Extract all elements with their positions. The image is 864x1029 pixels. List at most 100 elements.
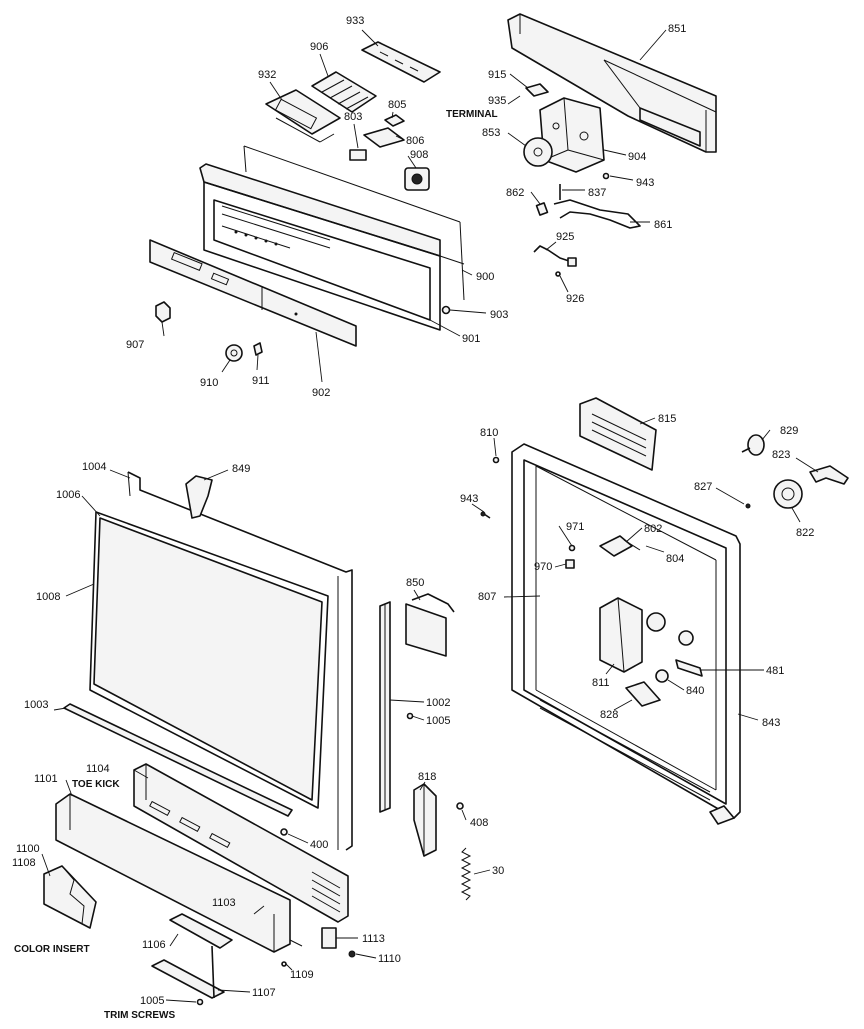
part-823 <box>809 465 849 485</box>
label-829: 829 <box>780 425 798 437</box>
label-color-insert: COLOR INSERT <box>14 944 90 955</box>
label-1108: 1108 <box>12 857 36 869</box>
label-1110: 1110 <box>378 953 401 965</box>
label-1002: 1002 <box>426 697 450 709</box>
label-terminal: TERMINAL <box>446 109 498 120</box>
part-843-inner-door <box>511 443 741 825</box>
part-1106 <box>169 913 233 949</box>
part-910 <box>225 344 243 362</box>
label-911: 911 <box>252 375 270 387</box>
part-915 <box>525 83 549 97</box>
label-943a: 943 <box>636 177 654 189</box>
part-1113 <box>321 927 337 949</box>
part-1108-color-insert <box>43 865 97 929</box>
part-481 <box>675 659 703 677</box>
label-910: 910 <box>200 377 218 389</box>
part-907 <box>155 301 171 323</box>
label-851: 851 <box>668 23 686 35</box>
part-1008-panel <box>93 517 323 801</box>
label-807: 807 <box>478 591 496 603</box>
part-1003 <box>63 703 293 817</box>
label-trim-screws: TRIM SCREWS <box>104 1010 175 1021</box>
part-811-dispenser <box>599 597 643 673</box>
part-902 <box>149 239 357 347</box>
part-1110 <box>348 950 356 958</box>
label-1006: 1006 <box>56 489 80 501</box>
part-803 <box>349 149 367 161</box>
part-903 <box>441 305 451 315</box>
label-803: 803 <box>344 111 362 123</box>
part-1002 <box>379 601 391 813</box>
label-toe-kick: TOE KICK <box>72 779 120 790</box>
part-805 <box>384 114 405 127</box>
part-802 <box>599 535 641 557</box>
label-1104: 1104 <box>86 763 110 775</box>
label-1113: 1113 <box>362 933 385 945</box>
part-970 <box>565 559 575 569</box>
part-1109 <box>281 961 287 967</box>
label-1103: 1103 <box>212 897 236 909</box>
label-815: 815 <box>658 413 676 425</box>
label-1003: 1003 <box>24 699 48 711</box>
part-30-spring <box>460 847 472 901</box>
part-1005-trim-screw <box>196 998 204 1006</box>
label-828: 828 <box>600 709 618 721</box>
part-810 <box>492 456 500 464</box>
part-971 <box>568 544 576 552</box>
part-840 <box>655 669 669 683</box>
label-1101: 1101 <box>34 773 58 785</box>
label-971: 971 <box>566 521 584 533</box>
part-labels: 933 906 932 805 803 806 908 851 915 935 … <box>12 15 814 1021</box>
part-851 <box>507 13 717 153</box>
part-932 <box>265 89 341 143</box>
label-400: 400 <box>310 839 328 851</box>
label-810: 810 <box>480 427 498 439</box>
label-902: 902 <box>312 387 330 399</box>
label-802: 802 <box>644 523 662 535</box>
label-1100: 1100 <box>16 843 40 855</box>
part-943b <box>480 511 491 519</box>
label-943b: 943 <box>460 493 478 505</box>
label-903: 903 <box>490 309 508 321</box>
part-853-dial <box>523 137 553 167</box>
part-926 <box>555 271 561 277</box>
label-1106: 1106 <box>142 939 166 951</box>
part-862 <box>535 202 549 216</box>
label-837: 837 <box>588 187 606 199</box>
label-926: 926 <box>566 293 584 305</box>
label-1008: 1008 <box>36 591 60 603</box>
part-818-latch <box>413 783 437 857</box>
part-400 <box>280 828 288 836</box>
label-915: 915 <box>488 69 506 81</box>
label-822: 822 <box>796 527 814 539</box>
label-900: 900 <box>476 271 494 283</box>
part-827 <box>745 503 751 509</box>
label-862: 862 <box>506 187 524 199</box>
label-970: 970 <box>534 561 552 573</box>
label-1005b: 1005 <box>140 995 164 1007</box>
label-827: 827 <box>694 481 712 493</box>
part-861 <box>553 199 641 229</box>
label-861: 861 <box>654 219 672 231</box>
part-850 <box>405 593 455 657</box>
label-818: 818 <box>418 771 436 783</box>
part-1107 <box>151 945 225 999</box>
part-1005-screw <box>406 712 414 720</box>
label-908: 908 <box>410 149 428 161</box>
label-849: 849 <box>232 463 250 475</box>
label-1004: 1004 <box>82 461 106 473</box>
label-30: 30 <box>492 865 504 877</box>
label-1107: 1107 <box>252 987 276 999</box>
label-935: 935 <box>488 95 506 107</box>
label-1109: 1109 <box>290 969 314 981</box>
leader-lines <box>41 29 819 1003</box>
label-843: 843 <box>762 717 780 729</box>
part-849 <box>185 475 213 519</box>
part-906 <box>311 71 377 113</box>
label-853: 853 <box>482 127 500 139</box>
part-408 <box>456 802 464 810</box>
label-932: 932 <box>258 69 276 81</box>
label-811: 811 <box>592 677 610 689</box>
part-908 <box>404 167 430 191</box>
label-804: 804 <box>666 553 684 565</box>
